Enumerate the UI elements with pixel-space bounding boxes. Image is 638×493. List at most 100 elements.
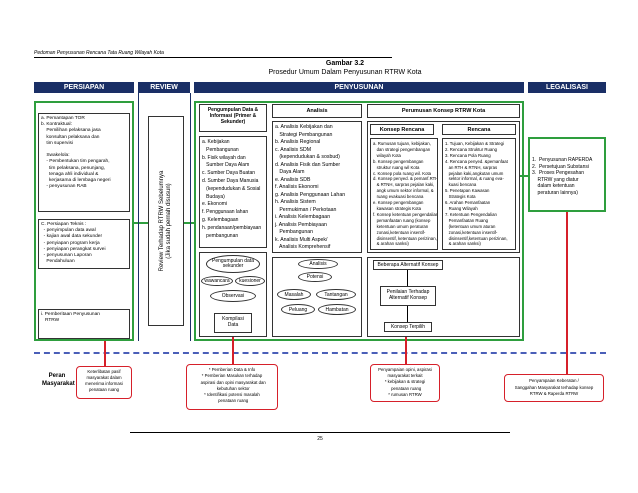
line: ketentuan umum peraturan <box>373 223 429 229</box>
line: h. Analisis Sistem <box>275 199 316 205</box>
phase-penyusunan: PENYUSUNAN <box>194 82 524 93</box>
beberapa-alternatif-box: Beberapa Alternatif Konsep <box>373 260 443 270</box>
line: zonasi,ketentuan insentif- <box>445 229 498 235</box>
line: e. Konsep pengembangan <box>373 200 424 206</box>
header-rule <box>34 57 392 58</box>
line: * Identifikasi potensi masalah <box>204 392 260 398</box>
line: Keterlibatan pasif <box>87 369 121 374</box>
line: d. Konsep penyed. & pemanf.RTH <box>373 176 438 182</box>
analisis-sub-ellipse: Analisis <box>298 259 338 269</box>
line: Analisis Komprehensif <box>275 244 331 250</box>
line: Budaya) <box>202 193 225 200</box>
line: - penyusunan Laporan <box>41 253 92 259</box>
arrow-alternatif-penilaian <box>407 270 408 286</box>
line: aspirasi dan opini masyarakat dan <box>198 379 266 385</box>
line: tim pelaksana, penunjang, <box>41 165 105 171</box>
line: (kependudukan & Sosial <box>202 185 261 192</box>
line: 5. Penetapan Kawasan <box>445 188 490 194</box>
line: - penyiapan perangkat survei <box>41 246 106 252</box>
line: 4. Rencana penyed. &pemanfaat <box>445 158 508 164</box>
line: & arahan sanksi) <box>373 241 409 247</box>
line: - Pembentukan tim pengarah, <box>41 159 110 165</box>
line: kuasi bencana <box>445 182 477 188</box>
line: b. Kontraktual: <box>41 122 72 128</box>
line: C. Persiapan Teknis : <box>41 222 87 227</box>
line: b. Konsep pengembangan <box>373 158 424 164</box>
line: e. Ekonomi <box>202 201 228 208</box>
line: i. Analisis Kelembagaan <box>275 214 331 220</box>
line: c. Sumber Daya Buatan <box>202 170 256 177</box>
line: 2. Rencana Struktur Ruang <box>445 146 498 152</box>
line: peraturan lainnya) <box>532 189 578 196</box>
link-persiapan-pasif <box>104 341 106 366</box>
line: * rumusan RTRW <box>388 391 422 397</box>
analisis-items: a. Analisis Kebijakan dan Strategi Pemba… <box>275 124 359 252</box>
line: c. Analisis SDM <box>275 146 312 153</box>
line: c. Konsep pola ruang wil. Kota <box>373 170 432 176</box>
review-box: Review Terhadap RTRW Sebelumnya (Jika su… <box>148 116 184 326</box>
line: f. Penggunaan lahan <box>202 209 249 216</box>
review-line1: Review Terhadap RTRW Sebelumnya <box>159 170 165 272</box>
connector-review-penyusunan <box>184 222 194 224</box>
tantangan-ellipse: Tantangan <box>316 289 356 300</box>
line: 3. Proses Pengesahan <box>532 170 584 176</box>
line: - penyiapan program kerja <box>41 240 100 246</box>
figure-title: Gambar 3.2 <box>325 60 365 67</box>
line: zonasi,ketentuan insentif- <box>373 229 426 235</box>
rencana-title: Rencana <box>442 124 516 135</box>
dashed-separator <box>34 352 606 354</box>
line: penataan ruang <box>388 385 422 391</box>
penilaian-box: Penilaian Terhadap Alternatif Konsep <box>380 286 436 306</box>
line: Sumber Daya Alam <box>202 162 250 169</box>
wawancara-ellipse: wawancara <box>201 276 233 286</box>
masyarakat-keberatan-text: Penyampaian Keberatan /Sanggahan Masyara… <box>508 378 600 398</box>
line: disinsentif, ketentuan perizinan, <box>373 235 437 241</box>
line: Ruang Wilayah <box>445 205 478 211</box>
line: ruang evakuasi bencana <box>373 194 424 200</box>
line: h. pendanaan/pembiayaan <box>202 224 262 231</box>
pengumpulan-sekunder-ellipse: Pengumpulan data sekunder <box>206 255 260 273</box>
line: Strategis Kota <box>445 194 476 200</box>
line: * Pemberian Masukan terhadap <box>201 373 263 379</box>
line: kerjasama di lembaga negeri <box>41 178 111 184</box>
line: & RTNH, sarpras pejalan kaki, <box>373 182 435 188</box>
line: pejalan kaki,angkutan umum <box>445 170 504 176</box>
konsep-rencana-box: a. Rumusan tujuan, kebijakan, dan strate… <box>370 138 438 250</box>
line: disinsentif,ketentuan perizinan, <box>445 235 508 241</box>
line: tim supervisi <box>41 140 73 146</box>
line: Pemilihan pelaksana jasa <box>41 128 101 134</box>
line: d. Sumber Daya Manusia <box>202 177 259 184</box>
line: konsultan pelaksana dan <box>41 134 100 140</box>
line: a. Rumusan tujuan, kebijakan, <box>373 141 431 146</box>
potensi-ellipse: Potensi <box>298 272 332 282</box>
line: an RTH & RTNH, sarpras <box>445 164 498 170</box>
line: penataan ruang <box>88 387 120 392</box>
kompilasi-box: Kompilasi Data <box>214 313 252 333</box>
figure-subtitle: Prosedur Umum Dalam Penyusunan RTRW Kota <box>268 69 422 76</box>
phase-review: REVIEW <box>138 82 190 93</box>
line: - penyusunan RAB <box>41 184 87 190</box>
line: RTRW yang diatur <box>532 176 579 183</box>
line: g. Kelembagaan <box>202 216 239 223</box>
document-header: Pedoman Penyusunan Rencana Tata Ruang Wi… <box>34 50 164 56</box>
line: Pendahuluan <box>41 259 75 265</box>
peluang-ellipse: Peluang <box>281 304 315 315</box>
phase-legalisasi: LEGALISASI <box>528 82 606 93</box>
line: masyarakat terkait <box>387 373 423 379</box>
pengumpulan-title: Pengumpulan Data & Informasi (Primer & S… <box>199 104 267 132</box>
line: angk umum sektor informal, & <box>373 188 434 194</box>
line: tenaga ahli individual & <box>41 171 99 177</box>
line: penataan ruang <box>215 398 249 404</box>
line: j. Analisis Pembiayaan <box>275 221 327 228</box>
line: pemanfaatan ruang (konsep <box>373 217 431 223</box>
masalah-ellipse: Masalah <box>277 289 311 300</box>
